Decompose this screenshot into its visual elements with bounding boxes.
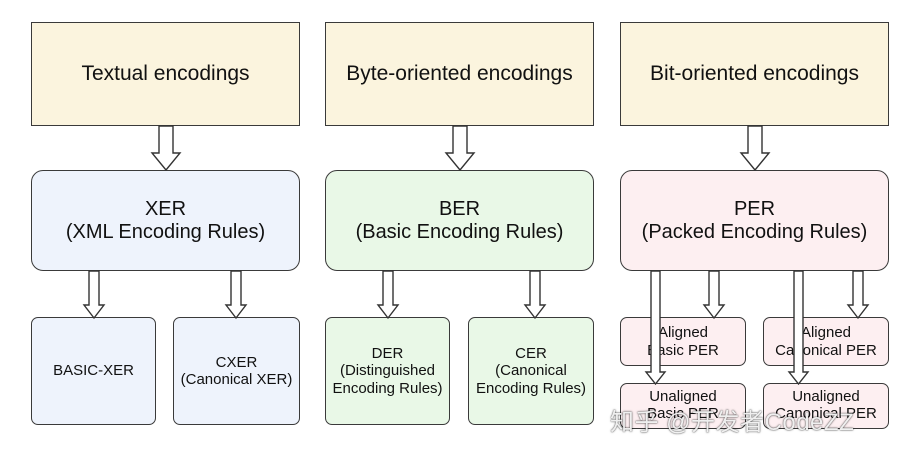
leaf-cer: CER (Canonical Encoding Rules) bbox=[468, 317, 594, 425]
leaf-line: (Distinguished bbox=[339, 362, 436, 380]
rule-box-ber: BER (Basic Encoding Rules) bbox=[325, 170, 594, 271]
leaf-line: CXER bbox=[215, 353, 258, 371]
leaf-line: Encoding Rules) bbox=[475, 379, 587, 397]
leaf-line: DER bbox=[371, 345, 404, 363]
leaf-line: BASIC-XER bbox=[53, 362, 134, 380]
leaf-line: Encoding Rules) bbox=[332, 379, 443, 397]
leaf-line: Basic PER bbox=[647, 341, 719, 359]
leaf-unaligned-canonical-per: Unaligned Canonical PER bbox=[763, 383, 889, 429]
category-box-bit: Bit-oriented encodings bbox=[620, 22, 889, 126]
down-arrow-icon bbox=[702, 270, 726, 320]
leaf-der: DER (Distinguished Encoding Rules) bbox=[325, 317, 450, 425]
leaf-cxer: CXER (Canonical XER) bbox=[173, 317, 300, 425]
down-arrow-icon bbox=[376, 270, 400, 320]
rule-box-per: PER (Packed Encoding Rules) bbox=[620, 170, 889, 271]
leaf-line: Aligned bbox=[657, 324, 709, 342]
category-label: Textual encodings bbox=[81, 61, 250, 85]
rule-abbreviation: XER bbox=[144, 197, 187, 220]
leaf-line: (Canonical bbox=[495, 362, 567, 380]
down-arrow-icon bbox=[444, 125, 476, 172]
down-arrow-icon bbox=[644, 270, 667, 386]
down-arrow-icon bbox=[787, 270, 810, 386]
leaf-line: Unaligned bbox=[792, 388, 860, 405]
down-arrow-icon bbox=[846, 270, 870, 320]
down-arrow-icon bbox=[739, 125, 771, 172]
leaf-line: (Canonical XER) bbox=[180, 371, 293, 388]
rule-abbreviation: BER bbox=[438, 197, 481, 220]
rule-full-name: (Basic Encoding Rules) bbox=[355, 220, 564, 243]
category-label: Bit-oriented encodings bbox=[650, 61, 859, 85]
leaf-line: Canonical PER bbox=[775, 405, 877, 423]
leaf-unaligned-basic-per: Unaligned Basic PER bbox=[620, 383, 746, 429]
category-box-textual: Textual encodings bbox=[31, 22, 300, 126]
leaf-line: CER bbox=[515, 345, 547, 363]
leaf-basic-xer: BASIC-XER bbox=[31, 317, 156, 425]
leaf-line: Aligned bbox=[800, 324, 852, 342]
down-arrow-icon bbox=[224, 270, 248, 320]
rule-box-xer: XER (XML Encoding Rules) bbox=[31, 170, 300, 271]
leaf-aligned-basic-per: Aligned Basic PER bbox=[620, 317, 746, 366]
leaf-line: Basic PER bbox=[647, 405, 719, 423]
category-label: Byte-oriented encodings bbox=[346, 61, 573, 85]
rule-full-name: (Packed Encoding Rules) bbox=[641, 220, 868, 243]
leaf-line: Unaligned bbox=[649, 388, 717, 405]
category-box-byte: Byte-oriented encodings bbox=[325, 22, 594, 126]
watermark: 知乎 @开发者CodeZZ bbox=[610, 409, 855, 436]
down-arrow-icon bbox=[523, 270, 547, 320]
down-arrow-icon bbox=[82, 270, 106, 320]
down-arrow-icon bbox=[150, 125, 182, 172]
rule-abbreviation: PER bbox=[733, 197, 776, 220]
rule-full-name: (XML Encoding Rules) bbox=[65, 220, 266, 243]
